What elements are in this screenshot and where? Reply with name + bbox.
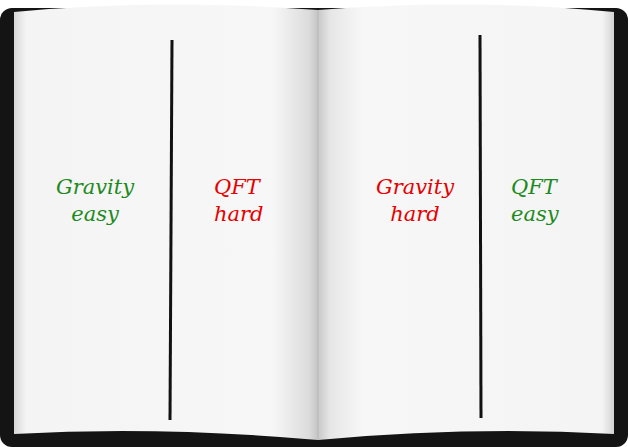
page-label: QFT easy (511, 174, 571, 228)
right-page (318, 4, 614, 440)
page-label: Gravity hard (368, 174, 462, 228)
left-page (14, 4, 318, 440)
page-label: QFT hard (214, 174, 274, 228)
divider-line (480, 35, 481, 418)
page-label: Gravity easy (50, 174, 140, 228)
spine (317, 10, 319, 440)
divider-line (170, 40, 172, 420)
